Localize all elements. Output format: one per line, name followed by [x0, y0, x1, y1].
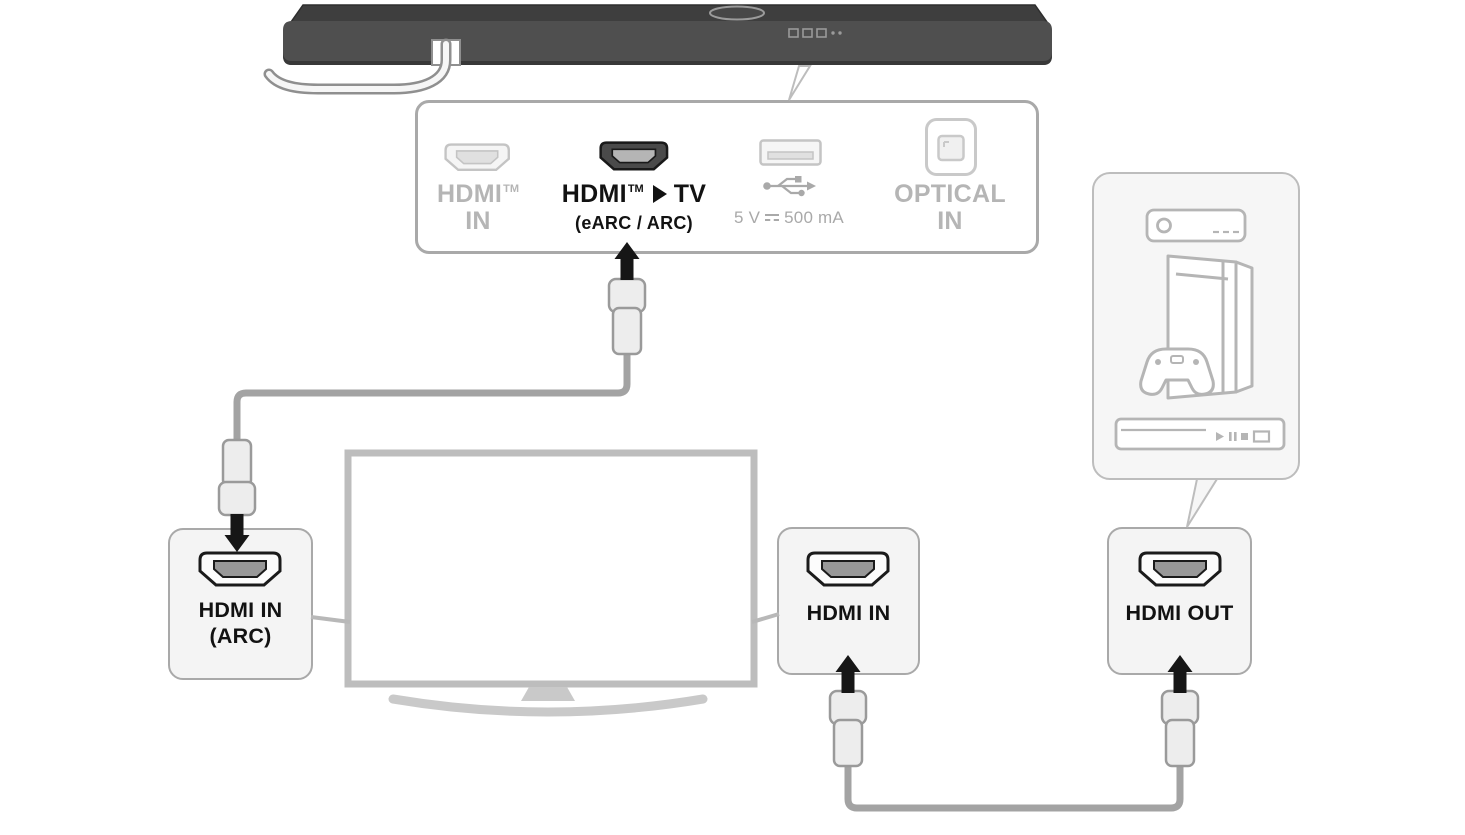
hdmi-in-brand: HDMI: [437, 180, 503, 208]
optical-port-label-line2: IN: [937, 207, 963, 235]
power-cable: [266, 41, 449, 92]
tv-input-box-label: HDMI IN: [806, 601, 891, 625]
optical-port-label-line1: OPTICAL: [894, 180, 1006, 208]
hdmi-arc-sub-label: (eARC / ARC): [575, 213, 693, 233]
soundbar-rear-port-marks: [788, 28, 842, 38]
hdmi-arc-brand: HDMI: [561, 180, 627, 208]
soundbar-to-panel-pointer: [788, 65, 812, 101]
hdmi-arc-port-label: HDMITM TV (eARC / ARC): [544, 181, 724, 236]
power-cable-outline: [263, 38, 452, 95]
tv-arc-box-label-line1: HDMI IN: [198, 598, 283, 622]
usb-current: 500 mA: [784, 208, 844, 227]
usb-volts: 5 V: [734, 208, 761, 227]
source-devices-panel: [1092, 172, 1300, 480]
arc-box-to-tv-connector: [310, 615, 351, 624]
hdmi-plug-left: [217, 438, 257, 517]
hdmi-plug-center: [828, 689, 868, 768]
hdmi-in-port-label-line2: IN: [465, 207, 491, 235]
hdmi-plug-top: [607, 277, 647, 356]
devices-to-hdmi-out-pointer: [1186, 478, 1219, 528]
hdmi-arc-port-label-line1: HDMITM TV: [544, 181, 724, 208]
soundbar-illustration: [263, 4, 1052, 95]
soundbar-logo-oval: [709, 5, 765, 21]
optical-port-label: OPTICAL IN: [884, 181, 1016, 235]
dc-symbol-icon: [765, 214, 780, 223]
hdmi-in-tm: TM: [503, 182, 519, 195]
hdmi-cable-soundbar-to-tv: [233, 348, 631, 444]
tv-arc-box-label-line2: (ARC): [209, 624, 272, 648]
hdmi-in-port-label: HDMITM IN: [412, 181, 544, 235]
usb-rating-label: 5 V 500 mA: [714, 208, 864, 228]
device-output-port-box: [1107, 527, 1252, 675]
tv-to-input-box-connector: [751, 612, 780, 624]
hdmi-plug-right: [1160, 689, 1200, 768]
hdmi-cable-device-to-tv: [844, 760, 1184, 812]
tv-arc-box-label: HDMI IN (ARC): [168, 597, 313, 649]
hdmi-arc-target: TV: [673, 180, 707, 208]
device-output-box-label: HDMI OUT: [1125, 601, 1234, 625]
hdmi-arc-tm: TM: [627, 182, 644, 195]
soundbar-cable-notch: [431, 39, 461, 66]
tv-illustration: [344, 449, 758, 717]
hdmi-in-port-label-line1: HDMITM: [412, 181, 544, 208]
arrow-right-icon: [652, 185, 667, 203]
